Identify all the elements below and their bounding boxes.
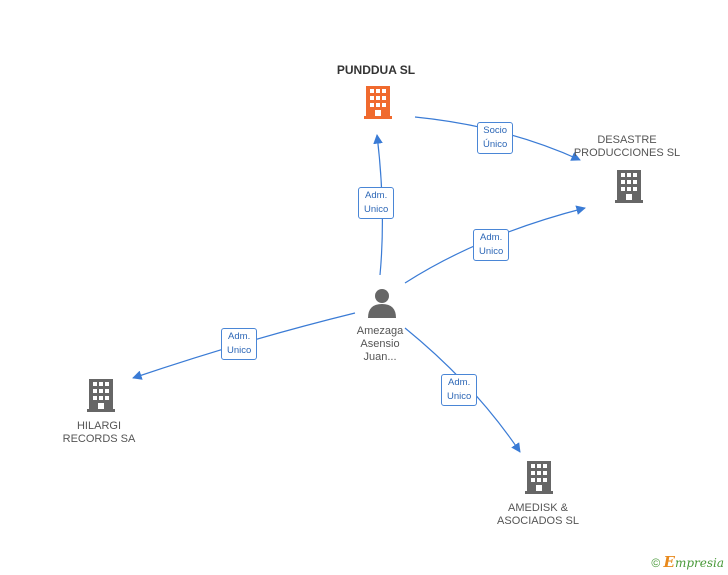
edge-label-person-hilargi[interactable]: Adm. Unico	[221, 328, 258, 360]
edge-label-punddua-desastre[interactable]: Socio Único	[477, 122, 514, 154]
node-label-punddua[interactable]: PUNDDUA SL	[336, 63, 416, 77]
node-label-amedisk[interactable]: AMEDISK & ASOCIADOS SL	[497, 502, 579, 527]
node-label-desastre[interactable]: DESASTRE PRODUCCIONES SL	[573, 134, 681, 159]
building-icon[interactable]	[364, 86, 392, 119]
node-label-person[interactable]: Amezaga Asensio Juan...	[356, 325, 404, 363]
edge-label-person-desastre[interactable]: Adm. Unico	[473, 229, 510, 261]
person-icon[interactable]	[368, 289, 396, 318]
building-icon[interactable]	[525, 461, 553, 494]
building-icon[interactable]	[615, 170, 643, 203]
edge-label-person-amedisk[interactable]: Adm. Unico	[441, 374, 478, 406]
building-icon[interactable]	[87, 379, 115, 412]
empresia-logo[interactable]: © Empresia	[651, 553, 724, 571]
edge-label-person-punddua[interactable]: Adm. Unico	[358, 187, 395, 219]
copyright-symbol: ©	[651, 556, 661, 570]
brand-name: Empresia	[663, 553, 725, 571]
node-label-hilargi[interactable]: HILARGI RECORDS SA	[62, 420, 136, 445]
